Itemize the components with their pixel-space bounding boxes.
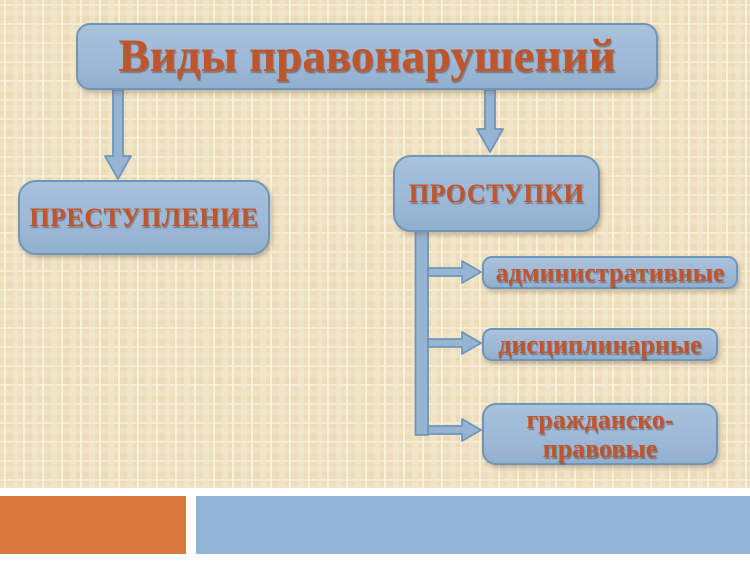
node-disciplinary: дисциплинарные bbox=[482, 328, 718, 361]
node-crime-label: ПРЕСТУПЛЕНИЕ bbox=[29, 202, 259, 232]
node-administrative: административные bbox=[482, 256, 738, 289]
footer-strip bbox=[0, 488, 750, 561]
diagram-title-box: Виды правонарушений bbox=[76, 23, 658, 90]
arrow-to-civil-icon bbox=[427, 418, 482, 442]
footer-accent-bar-blue bbox=[196, 496, 750, 554]
node-administrative-label: административные bbox=[495, 257, 725, 287]
node-misdemeanors-label: ПРОСТУПКИ bbox=[408, 178, 585, 208]
arrow-title-to-misdemeanors-icon bbox=[476, 89, 504, 153]
arrow-to-administrative-icon bbox=[427, 260, 482, 284]
node-disciplinary-label: дисциплинарные bbox=[498, 329, 702, 359]
arrow-to-disciplinary-icon bbox=[427, 331, 482, 355]
arrow-title-to-crime-icon bbox=[104, 89, 132, 180]
node-crime: ПРЕСТУПЛЕНИЕ bbox=[18, 180, 270, 255]
node-misdemeanors: ПРОСТУПКИ bbox=[393, 155, 600, 232]
footer-accent-bar-orange bbox=[0, 496, 186, 554]
node-civil-label: гражданско-правовые bbox=[526, 404, 674, 463]
diagram-title: Виды правонарушений bbox=[118, 30, 616, 83]
trunk-line bbox=[414, 229, 429, 436]
node-civil: гражданско-правовые bbox=[482, 403, 718, 465]
